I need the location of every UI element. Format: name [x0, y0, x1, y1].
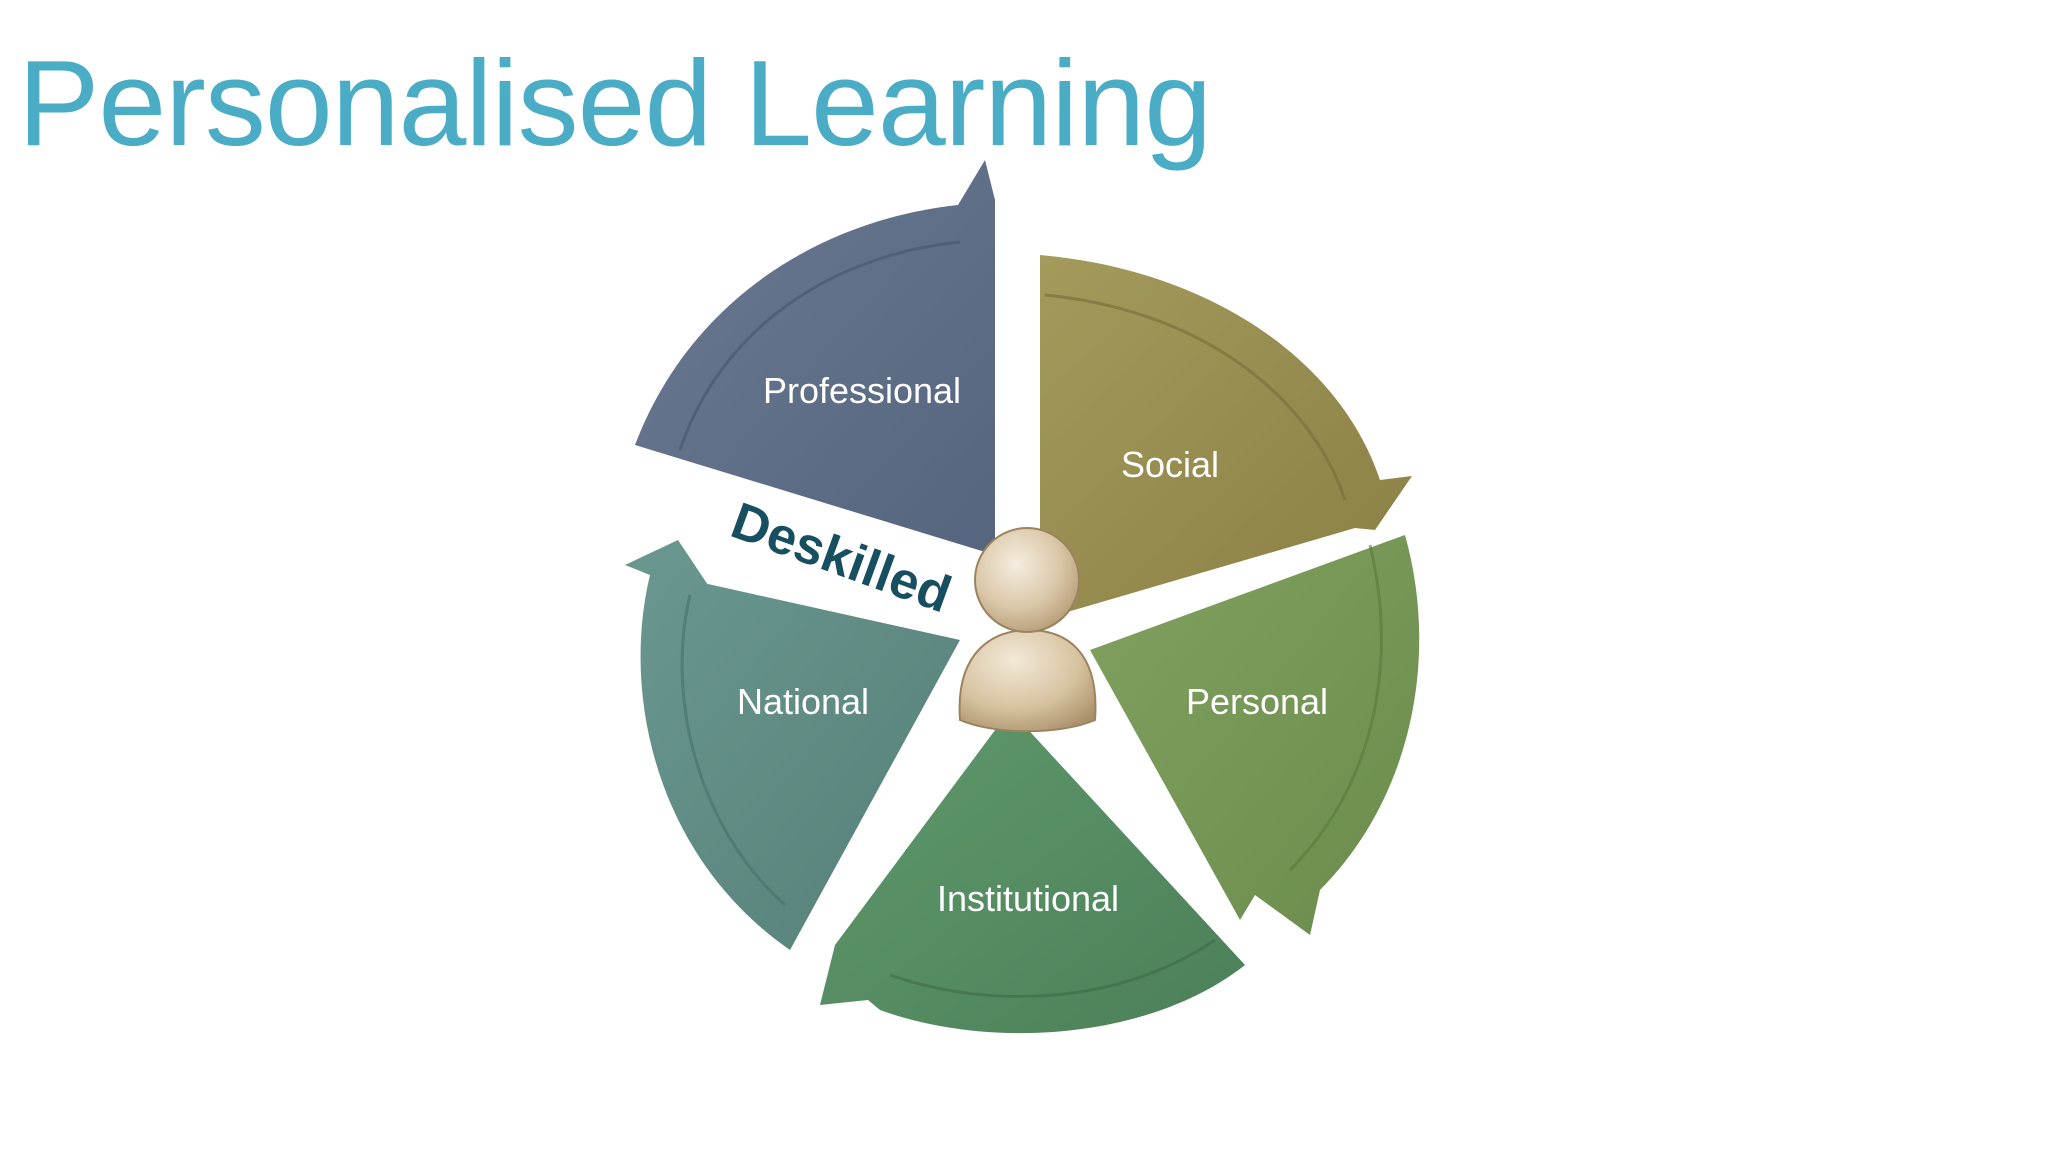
segment-social: Social: [1040, 255, 1412, 620]
segment-personal: Personal: [1090, 535, 1420, 935]
segment-social-shape: [1040, 255, 1412, 620]
segment-label-professional: Professional: [763, 370, 961, 411]
person-icon: [958, 527, 1097, 733]
segment-label-institutional: Institutional: [937, 878, 1119, 919]
segment-professional-shape: [635, 160, 995, 555]
segment-national-shape: [625, 540, 960, 950]
page-title: Personalised Learning: [18, 35, 1212, 171]
segment-label-national: National: [737, 681, 869, 722]
segment-national: National: [625, 540, 960, 950]
segment-professional: Professional: [635, 160, 995, 555]
segment-institutional: Institutional: [820, 710, 1245, 1034]
segment-personal-shape: [1090, 535, 1420, 935]
segment-institutional-shape: [820, 710, 1245, 1034]
segment-label-personal: Personal: [1186, 681, 1328, 722]
segment-label-social: Social: [1121, 444, 1219, 485]
